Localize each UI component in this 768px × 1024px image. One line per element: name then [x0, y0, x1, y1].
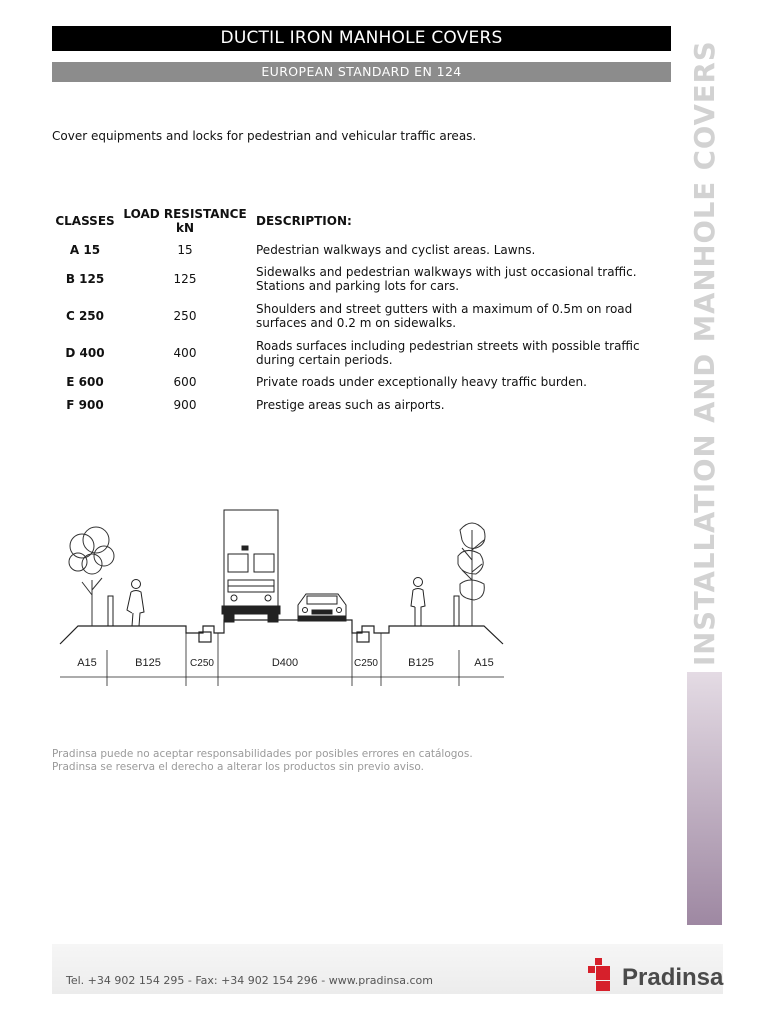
description-cell: Sidewalks and pedestrian walkways with j…: [256, 265, 637, 293]
load-cell: 15: [177, 243, 193, 257]
description-cell: Private roads under exceptionally heavy …: [256, 375, 587, 389]
truck-icon: [221, 509, 281, 623]
road-cross-section-diagram: A15 B125 C250 D400 C250 B125 A15: [59, 509, 504, 686]
left-pedestrian-icon: [126, 579, 145, 627]
header-description: DESCRIPTION:: [256, 214, 352, 228]
footer-band: [52, 944, 723, 994]
zone-label: B125: [135, 657, 161, 669]
right-tree-icon: [457, 522, 486, 626]
load-cell: 250: [173, 308, 197, 323]
side-gradient-band: [687, 672, 722, 925]
intro-text: Cover equipments and locks for pedestria…: [52, 129, 477, 143]
class-cell: A 15: [69, 243, 101, 257]
table-row: C 250 250 Shoulders and street gutters w…: [52, 297, 646, 334]
table-header-row: CLASSES LOAD RESISTANCE kN DESCRIPTION:: [52, 205, 646, 239]
description-cell: Roads surfaces including pedestrian stre…: [256, 338, 640, 367]
header-load-line1: LOAD RESISTANCE: [123, 207, 247, 221]
header-load-resistance: LOAD RESISTANCE kN: [118, 205, 252, 239]
table-row: B 125 125 Sidewalks and pedestrian walkw…: [52, 261, 646, 297]
zone-label: C250: [190, 658, 214, 669]
header-classes: CLASSES: [55, 214, 115, 228]
right-pedestrian-icon: [410, 577, 426, 626]
disclaimer-line2: Pradinsa se reserva el derecho a alterar…: [52, 761, 424, 773]
document-subtitle: EUROPEAN STANDARD EN 124: [52, 62, 671, 82]
left-bollard-icon: [107, 595, 114, 627]
document-title: DUCTIL IRON MANHOLE COVERS: [52, 26, 671, 51]
disclaimer: Pradinsa puede no aceptar responsabilida…: [52, 748, 473, 774]
class-cell: F 900: [66, 398, 104, 412]
zone-label: A15: [77, 657, 97, 669]
class-cell: E 600: [66, 375, 104, 389]
brand-name: Pradinsa: [622, 964, 724, 991]
zone-label: A15: [474, 657, 494, 669]
load-cell: 900: [173, 398, 197, 412]
description-cell: Shoulders and street gutters with a maxi…: [256, 301, 633, 330]
left-tree-icon: [68, 526, 115, 626]
footer-contact: Tel. +34 902 154 295 - Fax: +34 902 154 …: [66, 974, 433, 987]
zone-label: C250: [354, 658, 378, 669]
class-cell: D 400: [65, 345, 105, 360]
description-cell: Pedestrian walkways and cyclist areas. L…: [256, 243, 536, 257]
car-icon: [297, 593, 347, 622]
table-row: D 400 400 Roads surfaces including pedes…: [52, 334, 646, 371]
load-cell: 600: [173, 375, 197, 389]
class-cell: B 125: [65, 272, 105, 286]
table-row: E 600 600 Private roads under exceptiona…: [52, 371, 646, 393]
header-load-line2: kN: [175, 221, 195, 235]
load-cell: 125: [173, 272, 197, 286]
zone-label: D400: [272, 657, 298, 669]
table-row: F 900 900 Prestige areas such as airport…: [52, 393, 646, 417]
pradinsa-logo-icon: [588, 958, 610, 991]
table-row: A 15 15 Pedestrian walkways and cyclist …: [52, 239, 646, 261]
right-bollard-icon: [453, 595, 460, 627]
side-section-label: INSTALLATION AND MANHOLE COVERS: [689, 40, 721, 666]
description-cell: Prestige areas such as airports.: [256, 398, 445, 412]
zone-label: B125: [408, 657, 434, 669]
load-class-table: CLASSES LOAD RESISTANCE kN DESCRIPTION: …: [52, 205, 646, 417]
disclaimer-line1: Pradinsa puede no aceptar responsabilida…: [52, 748, 473, 760]
class-cell: C 250: [65, 308, 105, 323]
load-cell: 400: [173, 345, 197, 360]
